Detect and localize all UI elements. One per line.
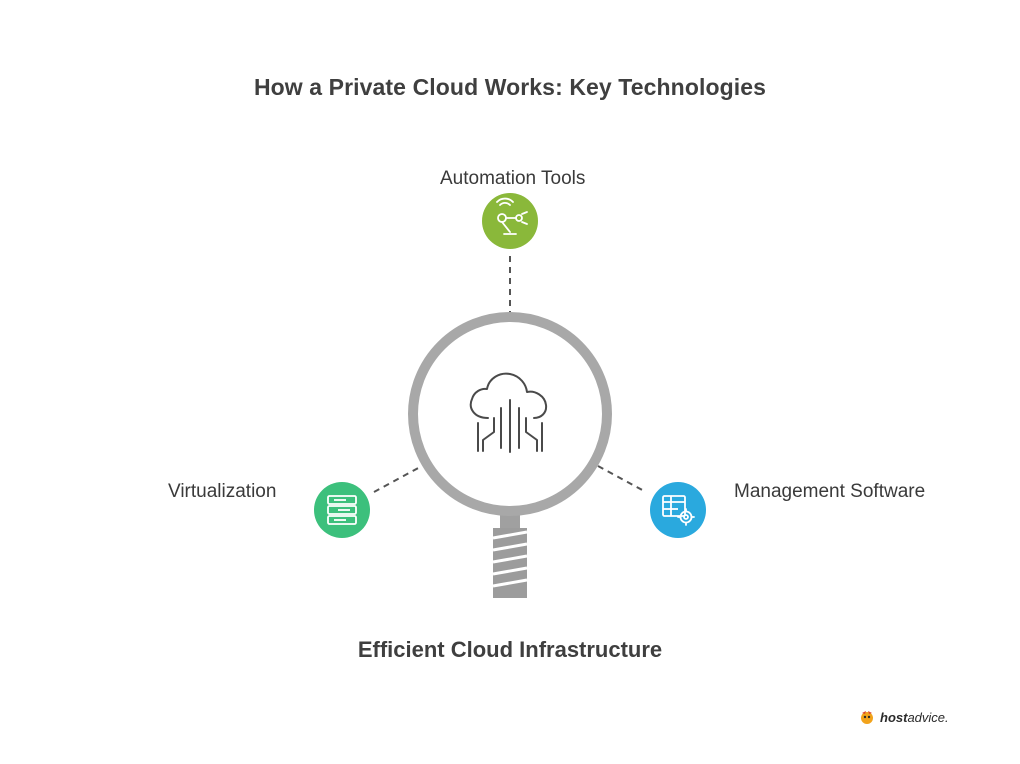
center-label: Efficient Cloud Infrastructure	[357, 637, 663, 662]
magnifier-handle	[492, 514, 528, 598]
cloud-circuit-icon	[469, 372, 548, 453]
brand-advice-text: advice.	[907, 709, 949, 725]
page-title: How a Private Cloud Works: Key Technolog…	[253, 74, 767, 100]
management-node	[650, 482, 706, 538]
table-gear-icon	[662, 495, 695, 526]
hostadvice-logo: hostadvice.	[858, 708, 949, 726]
virtualization-label: Virtualization	[168, 481, 277, 502]
management-software-label: Management Software	[734, 481, 926, 502]
brand-host-text: host	[880, 709, 908, 725]
server-stack-icon	[327, 495, 357, 525]
connector-virtualization	[373, 465, 423, 493]
robotic-arm-icon	[496, 197, 528, 235]
virtualization-node	[314, 482, 370, 538]
connector-management	[597, 465, 647, 493]
automation-tools-label: Automation Tools	[440, 168, 586, 189]
hostadvice-mascot-icon	[861, 711, 873, 724]
automation-node	[482, 193, 538, 249]
